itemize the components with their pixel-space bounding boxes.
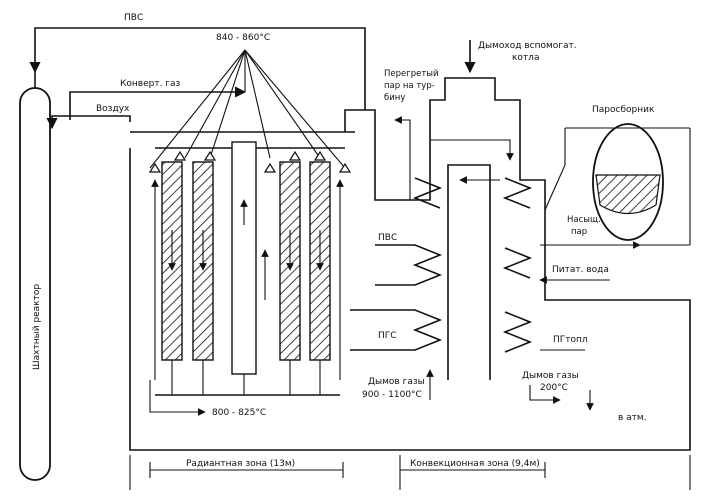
flue-label-2: котла <box>512 53 539 63</box>
temp-top-label: 840 - 860°С <box>216 33 270 43</box>
pvs-top-line: ПВС <box>29 13 366 110</box>
converted-gas-line: Конверт. газ <box>69 79 247 120</box>
shaft-reactor: Шахтный реактор <box>19 72 51 481</box>
flue-gases-left: Дымов газы 900 - 1100°С <box>362 369 434 400</box>
sat-steam-label-1: Насыщ. <box>567 215 601 225</box>
feedwater-label: Питат. вода <box>552 265 609 275</box>
fuel-gas-coil: ПГтопл <box>502 311 588 353</box>
steam-drum-label: Паросборник <box>592 105 655 115</box>
pvs-coil: ПВС <box>375 233 443 286</box>
central-collector <box>231 141 257 375</box>
sat-steam-label-2: пар <box>571 227 587 237</box>
convection-casing <box>344 77 691 451</box>
fuel-gas-label: ПГтопл <box>553 335 588 345</box>
zone-dimensions: Радиантная зона (13м) Конвекционная зона… <box>129 455 691 490</box>
steam-drum: Паросборник <box>540 105 691 249</box>
air-line: Воздух <box>46 104 131 130</box>
convection-flow-arrows <box>429 139 514 184</box>
flue-right-1: Дымов газы <box>522 371 579 381</box>
converted-gas-label: Конверт. газ <box>120 79 181 89</box>
superheated-steam: Перегретый пар на тур- бину <box>384 69 439 200</box>
to-atmosphere-label: в атм. <box>618 413 647 423</box>
pvs-top-label: ПВС <box>124 13 143 23</box>
flue-label-1: Дымоход вспомогат. <box>478 41 577 51</box>
reformer-tubes <box>161 141 331 375</box>
steam-label-3: бину <box>384 93 405 103</box>
flue-right-2: 200°С <box>540 383 568 393</box>
bottom-collector: 800 - 825°С <box>149 360 340 418</box>
superheater-coil <box>412 177 533 209</box>
steam-label-2: пар на тур- <box>384 81 435 91</box>
air-label: Воздух <box>96 104 130 114</box>
flue-left-1: Дымов газы <box>368 377 425 387</box>
convection-zone-label: Конвекционная зона (9,4м) <box>410 459 540 469</box>
flue-left-2: 900 - 1100°С <box>362 390 422 400</box>
radiant-zone-label: Радиантная зона (13м) <box>186 459 295 469</box>
tube-flow-arrows <box>151 179 344 380</box>
aux-boiler-flue: Дымоход вспомогат. котла <box>464 40 577 74</box>
flue-gases-right: Дымов газы 200°С в атм. <box>522 371 647 423</box>
reactor-label: Шахтный реактор <box>32 284 42 370</box>
temp-bottom-label: 800 - 825°С <box>212 408 266 418</box>
feedwater-coil: Питат. вода <box>502 247 610 284</box>
pgs-label: ПГС <box>378 331 397 341</box>
pvs-mid-label: ПВС <box>378 233 397 243</box>
steam-label-1: Перегретый <box>384 69 439 79</box>
pgs-coil: ПГС <box>350 309 443 351</box>
radiant-furnace-casing <box>129 131 400 451</box>
saturated-steam: Насыщ. пар <box>567 215 601 237</box>
burner-header <box>148 147 352 173</box>
